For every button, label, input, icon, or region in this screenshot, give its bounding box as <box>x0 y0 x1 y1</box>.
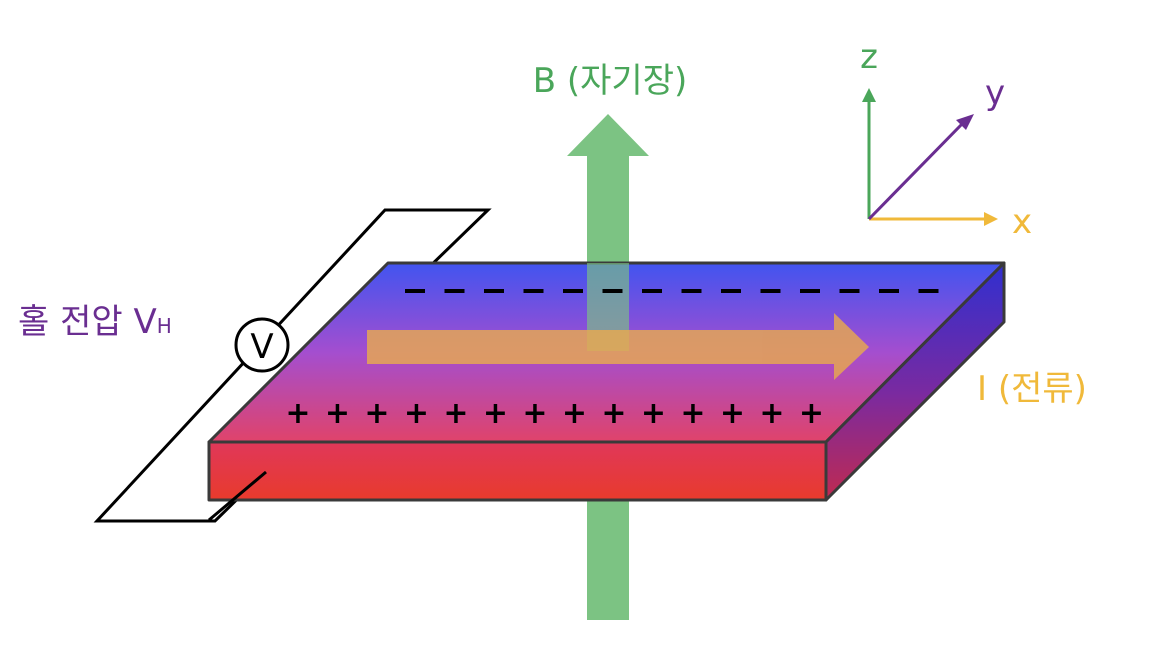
positive-charges: + + + + + + + + + + + + + + <box>285 396 824 431</box>
positive-charge: + <box>325 396 350 431</box>
negative-charge <box>839 289 860 293</box>
voltmeter-wire-front <box>208 470 267 522</box>
plate-side-face <box>824 261 1006 502</box>
negative-charge <box>523 289 544 293</box>
negative-charge <box>642 289 662 293</box>
positive-charge: + <box>483 396 508 431</box>
axis-x-label: x <box>1012 202 1032 242</box>
current-arrow <box>367 313 869 380</box>
negative-charges <box>405 289 939 293</box>
negative-charge <box>484 289 504 293</box>
positive-charge: + <box>443 396 468 431</box>
positive-charge: + <box>364 396 389 431</box>
negative-charge <box>918 289 939 293</box>
axis-z <box>862 88 876 219</box>
hall-voltage-subscript: H <box>157 314 172 338</box>
negative-charge <box>405 289 425 293</box>
positive-charge: + <box>759 396 784 431</box>
negative-charge <box>800 289 820 293</box>
positive-charge: + <box>720 396 745 431</box>
field-arrow-lower <box>587 500 629 620</box>
voltmeter: V <box>234 317 290 373</box>
axis-y-label: y <box>985 73 1005 113</box>
voltmeter-label: V <box>250 327 273 367</box>
positive-charge: + <box>601 396 626 431</box>
voltmeter-wire <box>93 208 492 523</box>
axis-x <box>869 212 998 226</box>
positive-charge: + <box>522 396 547 431</box>
positive-charge: + <box>641 396 666 431</box>
field-arrow-upper <box>567 114 649 265</box>
positive-charge: + <box>680 396 705 431</box>
negative-charge <box>760 289 781 293</box>
negative-charge <box>602 289 623 293</box>
axis-y <box>867 114 974 221</box>
plate-front-face <box>207 440 828 502</box>
negative-charge <box>721 289 741 293</box>
positive-charge: + <box>799 396 824 431</box>
magnetic-field-label: B (자기장) <box>533 61 688 101</box>
hall-voltage-label: 홀 전압 VH <box>18 302 172 342</box>
negative-charge <box>444 289 465 293</box>
positive-charge: + <box>404 396 429 431</box>
positive-charge: + <box>562 396 587 431</box>
negative-charge <box>681 289 702 293</box>
hall-voltage-main: 홀 전압 V <box>18 302 157 342</box>
negative-charge <box>563 289 583 293</box>
positive-charge: + <box>285 396 310 431</box>
coordinate-axes: z x y <box>860 37 1032 242</box>
current-label: I (전류) <box>977 369 1087 409</box>
axis-z-label: z <box>860 37 878 77</box>
negative-charge <box>879 289 899 293</box>
